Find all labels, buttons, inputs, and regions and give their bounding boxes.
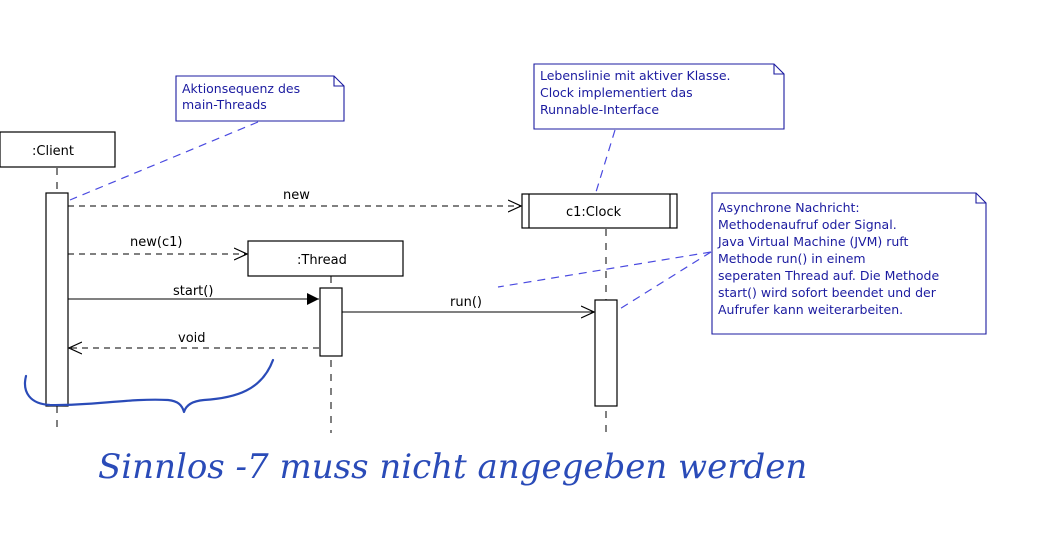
handwritten-annotation-text: Sinnlos -7 muss nicht angegeben werden bbox=[98, 447, 807, 487]
message-new-thread-label: new(c1) bbox=[130, 235, 182, 250]
client-lifeline: :Client bbox=[0, 131, 116, 433]
message-run: run() bbox=[342, 295, 594, 312]
note-async-line-5: seperaten Thread auf. Die Methode bbox=[718, 268, 939, 283]
message-start: start() bbox=[68, 284, 319, 305]
note-lifeline-line-2: Clock implementiert das bbox=[540, 85, 693, 100]
note-async-line-4: Methode run() in einem bbox=[718, 251, 866, 266]
client-object-box bbox=[0, 131, 116, 168]
note-async-line-1: Asynchrone Nachricht: bbox=[718, 200, 860, 215]
thread-object-label: :Thread bbox=[297, 253, 347, 268]
note-main-thread: Aktionsequenz des main-Threads bbox=[175, 75, 345, 122]
note-lifeline-line-3: Runnable-Interface bbox=[540, 102, 659, 117]
note-async-anchor-run bbox=[617, 251, 712, 311]
note-async-anchor-start bbox=[497, 251, 712, 288]
clock-object-label: c1:Clock bbox=[566, 205, 622, 220]
note-lifeline: Lebenslinie mit aktiver Klasse. Clock im… bbox=[533, 63, 785, 130]
message-start-label: start() bbox=[173, 284, 213, 299]
note-async-line-7: Aufrufer kann weiterarbeiten. bbox=[718, 302, 903, 317]
clock-activation-bar bbox=[594, 299, 618, 407]
thread-activation-bar bbox=[319, 287, 343, 357]
message-void-return: void bbox=[69, 331, 319, 348]
message-void-label: void bbox=[178, 331, 206, 346]
message-new-clock-label: new bbox=[283, 188, 310, 203]
clock-object-box bbox=[521, 193, 678, 229]
clock-lifeline: c1:Clock bbox=[521, 193, 678, 432]
note-main-thread-anchor bbox=[69, 121, 259, 201]
note-async-line-6: start() wird sofort beendet und der bbox=[718, 285, 937, 300]
note-lifeline-line-1: Lebenslinie mit aktiver Klasse. bbox=[540, 68, 731, 83]
thread-object-box bbox=[247, 240, 404, 277]
client-activation-bar bbox=[45, 192, 69, 407]
note-main-thread-line-1: Aktionsequenz des bbox=[182, 81, 300, 96]
note-lifeline-anchor bbox=[595, 129, 616, 193]
message-run-label: run() bbox=[450, 295, 482, 310]
message-new-thread: new(c1) bbox=[68, 235, 247, 254]
note-async-line-3: Java Virtual Machine (JVM) ruft bbox=[717, 234, 908, 249]
thread-lifeline: :Thread bbox=[247, 240, 404, 433]
note-main-thread-line-2: main-Threads bbox=[182, 97, 267, 112]
note-async-line-2: Methodenaufruf oder Signal. bbox=[718, 217, 897, 232]
message-new-clock: new bbox=[68, 188, 521, 206]
note-async: Asynchrone Nachricht: Methodenaufruf ode… bbox=[711, 192, 987, 335]
client-object-label: :Client bbox=[32, 144, 74, 159]
handwritten-brace bbox=[23, 358, 275, 414]
